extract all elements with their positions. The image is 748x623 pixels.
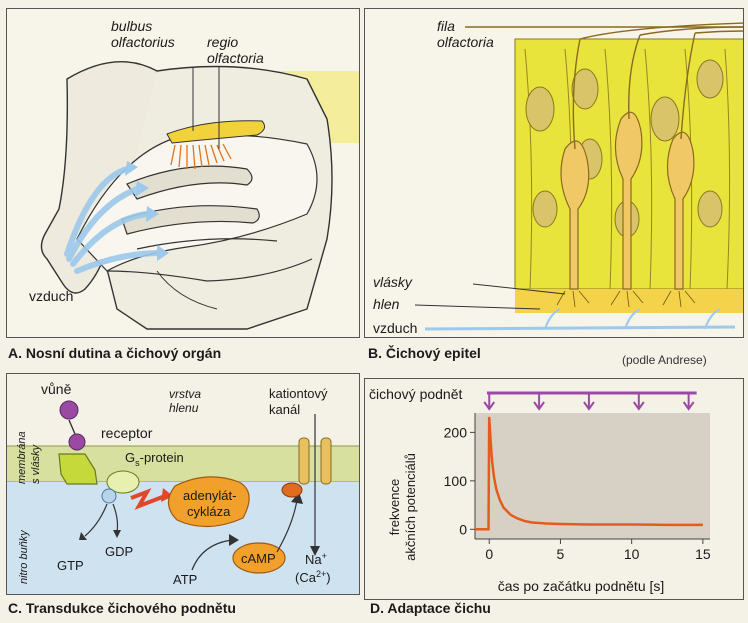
caption-b: B. Čichový epitel: [368, 345, 481, 361]
label-na: Na+: [305, 551, 327, 567]
label-receptor: receptor: [101, 425, 153, 441]
label-kanal: kanál: [269, 402, 300, 417]
label-bulbus: bulbus: [111, 18, 152, 34]
y-axis-label-1: frekvence: [387, 479, 402, 535]
transduction-illustration: vůně vrstva hlenu kationtový kanál recep…: [7, 381, 359, 594]
stimulus-arrowhead: [682, 401, 695, 411]
label-gtp: GTP: [57, 558, 84, 573]
stimulus-arrows: [483, 393, 695, 411]
plot-area: [475, 413, 710, 539]
label-kationtovy: kationtový: [269, 386, 328, 401]
label-air-b: vzduch: [373, 320, 417, 336]
label-vrstva: vrstva: [169, 387, 201, 401]
label-hlenu: hlenu: [169, 401, 199, 415]
label-cyklaza: cykláza: [187, 504, 231, 519]
label-regio: regio: [207, 34, 238, 50]
stimulus-arrowhead: [583, 401, 595, 411]
label-olfactoria: olfactoria: [207, 50, 264, 66]
label-adenylat: adenylát-: [183, 488, 236, 503]
label-s-vlasky: s vlásky: [30, 443, 42, 484]
source-note: (podle Andrese): [622, 353, 707, 367]
x-tick-label: 10: [624, 546, 640, 562]
panel-a-nasal-cavity: bulbus olfactorius regio olfactoria vzdu…: [6, 8, 360, 338]
label-hlen: hlen: [373, 296, 400, 312]
stimulus-label: čichový podnět: [369, 386, 463, 402]
label-air-a: vzduch: [29, 288, 73, 304]
x-axis-label: čas po začátku podnětu [s]: [498, 578, 665, 594]
label-ca: (Ca2+): [295, 569, 331, 585]
label-fila: fila: [437, 18, 455, 34]
label-nitro-bunky: nitro buňky: [18, 529, 30, 584]
nasal-cavity-illustration: bulbus olfactorius regio olfactoria vzdu…: [29, 18, 359, 330]
y-tick-label: 100: [444, 473, 468, 489]
y-axis-ticks: 0 100 200: [444, 424, 475, 537]
y-tick-label: 200: [444, 424, 468, 440]
stimulus-arrowhead: [632, 401, 645, 411]
panel-c-transduction: vůně vrstva hlenu kationtový kanál recep…: [6, 373, 360, 595]
x-tick-label: 0: [485, 546, 493, 562]
x-axis-ticks: 0 5 10 15: [485, 539, 711, 562]
label-vune: vůně: [41, 381, 72, 397]
stimulus-arrowhead: [533, 401, 545, 411]
olfactory-epithelium-illustration: fila olfactoria vlásky hlen vzduch: [373, 18, 743, 336]
label-gdp: GDP: [105, 544, 133, 559]
label-vlasky: vlásky: [373, 274, 413, 290]
y-tick-label: 0: [459, 521, 467, 537]
y-axis-label-2: akčních potenciálů: [403, 453, 418, 561]
caption-d: D. Adaptace čichu: [370, 600, 491, 616]
series-line-adaptation: [475, 416, 703, 531]
caption-a: A. Nosní dutina a čichový orgán: [8, 345, 222, 361]
stimulus-arrowhead: [483, 401, 496, 411]
label-g-protein: Gs-protein: [125, 450, 184, 468]
label-atp: ATP: [173, 572, 197, 587]
panel-b-olfactory-epithelium: fila olfactoria vlásky hlen vzduch: [364, 8, 744, 338]
label-camp: cAMP: [241, 551, 276, 566]
caption-c: C. Transdukce čichového podnětu: [8, 600, 236, 616]
label-olfactorius: olfactorius: [111, 34, 175, 50]
x-tick-label: 5: [557, 546, 565, 562]
label-fila-olfactoria: olfactoria: [437, 34, 494, 50]
label-membrana: membrána: [16, 431, 28, 484]
x-tick-label: 15: [695, 546, 711, 562]
